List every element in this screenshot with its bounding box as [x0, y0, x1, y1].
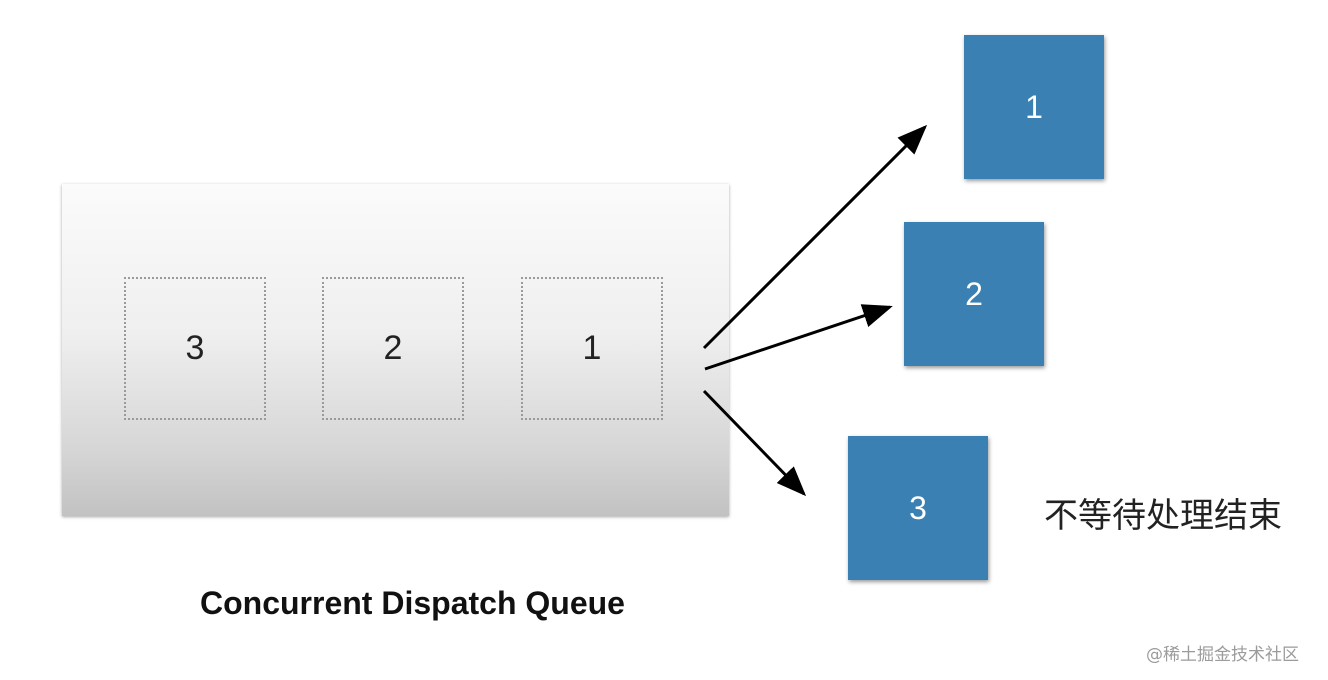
- no-wait-note: 不等待处理结束: [1044, 496, 1282, 536]
- arrow-to-task-1: [702, 124, 928, 350]
- watermark: @稀土掘金技术社区: [1146, 645, 1299, 665]
- task-block-2: 2: [904, 222, 1044, 366]
- diagram-caption: Concurrent Dispatch Queue: [200, 585, 625, 621]
- queue-slot-2: 2: [322, 277, 464, 420]
- dispatch-queue-box: 3 2 1: [62, 184, 729, 516]
- task-block-1: 1: [964, 35, 1104, 179]
- queue-slot-1: 1: [521, 277, 663, 420]
- arrow-to-task-2: [704, 304, 893, 371]
- task-block-3: 3: [848, 436, 988, 580]
- queue-slot-3: 3: [124, 277, 266, 420]
